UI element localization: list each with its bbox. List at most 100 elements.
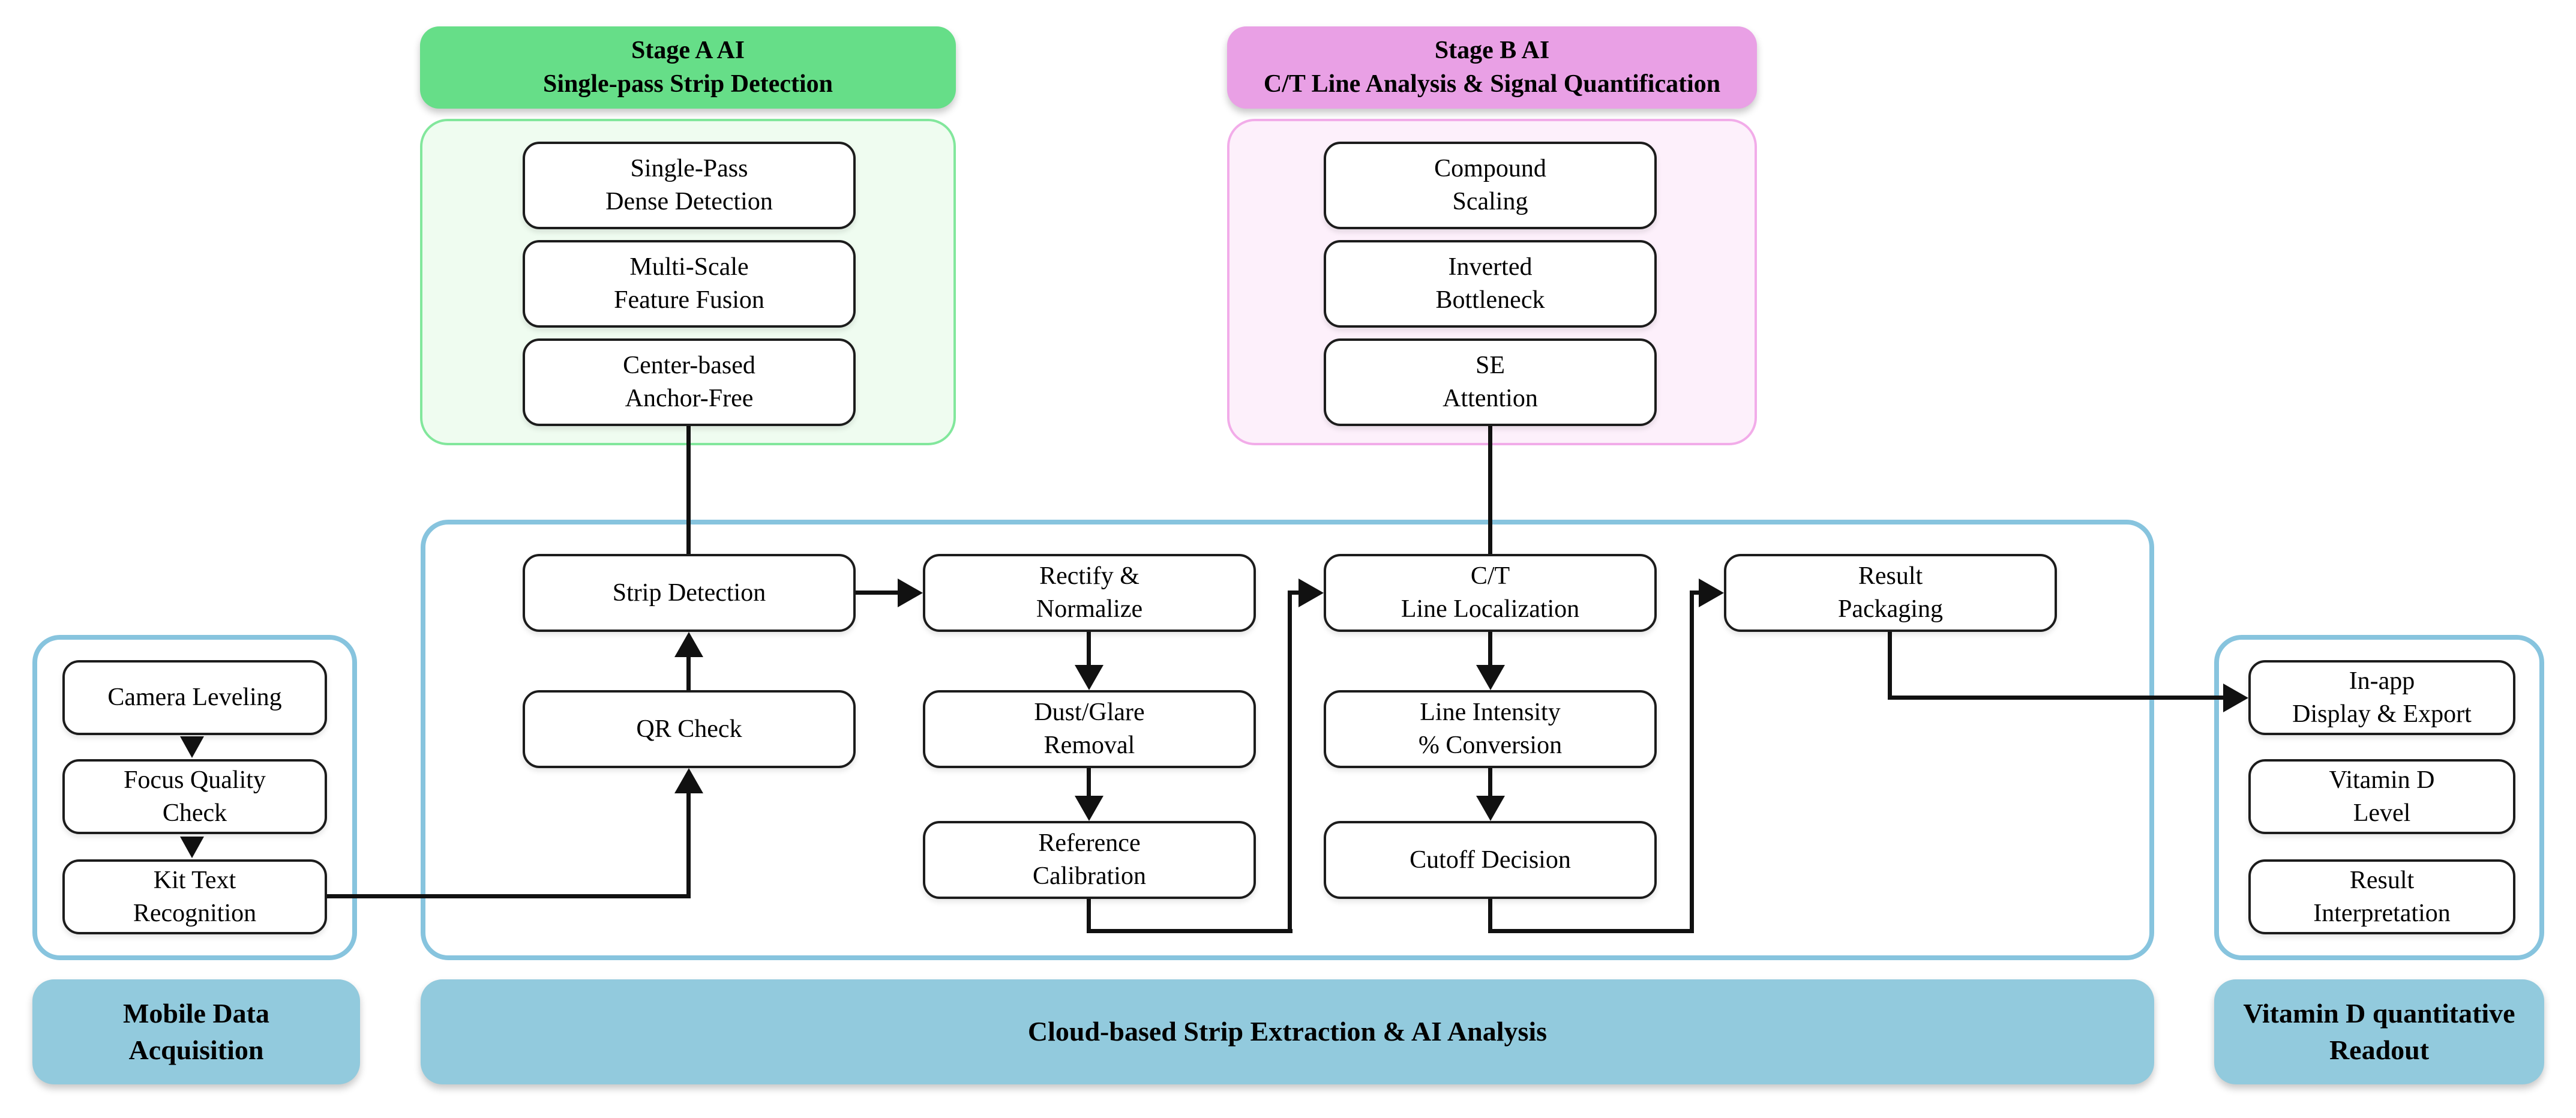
node-label-line: Anchor-Free <box>625 385 754 412</box>
arrowhead-reference-to-ct <box>1299 579 1324 607</box>
connector-kittext-vertical <box>686 791 691 898</box>
node-label-line: Recognition <box>133 899 257 927</box>
arrowhead-kittext-to-qr <box>674 768 703 793</box>
node-focus-quality-check: Focus Quality Check <box>62 759 327 834</box>
node-label-line: Scaling <box>1452 188 1528 215</box>
node-label-line: Check <box>162 799 227 827</box>
node-dust-glare-removal: Dust/Glare Removal <box>923 690 1256 768</box>
node-label-line: Focus Quality <box>124 766 266 794</box>
connector-dust-to-reference <box>1087 768 1091 797</box>
node-label-line: Level <box>2353 799 2411 827</box>
connector-cutoff-elbow-into <box>1690 591 1703 595</box>
node-ct-line-localization: C/T Line Localization <box>1324 554 1657 632</box>
node-kit-text-recognition: Kit Text Recognition <box>62 859 327 934</box>
connector-stagea-strip <box>686 425 691 555</box>
banner-cloud-analysis: Cloud-based Strip Extraction & AI Analys… <box>421 979 2154 1084</box>
stage-b-header: Stage B AI C/T Line Analysis & Signal Qu… <box>1227 26 1757 109</box>
connector-strip-to-rectify <box>856 591 900 595</box>
node-label-line: Kit Text <box>153 866 236 894</box>
node-rectify-normalize: Rectify & Normalize <box>923 554 1256 632</box>
node-reference-calibration: Reference Calibration <box>923 821 1256 899</box>
node-strip-detection: Strip Detection <box>523 554 856 632</box>
node-camera-leveling: Camera Leveling <box>62 660 327 735</box>
node-single-pass-dense-detection: Single-Pass Dense Detection <box>523 142 856 229</box>
node-label-line: In-app <box>2349 667 2415 695</box>
node-label-line: Calibration <box>1033 862 1146 890</box>
arrowhead-cutoff-to-packaging <box>1699 579 1724 607</box>
node-label-line: Removal <box>1043 732 1135 759</box>
node-label-line: Camera Leveling <box>107 684 282 712</box>
connector-packaging-down <box>1888 632 1892 700</box>
banner-line: Vitamin D quantitative <box>2243 997 2515 1029</box>
arrowhead-packaging-to-inapp <box>2223 684 2248 712</box>
node-label-line: Interpretation <box>2313 899 2451 927</box>
connector-reference-elbow-into <box>1288 591 1301 595</box>
arrowhead-focus-to-kittext <box>180 837 204 858</box>
node-label-line: Result <box>2349 866 2415 894</box>
node-result-interpretation: Result Interpretation <box>2248 859 2515 934</box>
banner-line: Mobile Data <box>122 997 269 1029</box>
node-center-based-anchor-free: Center-based Anchor-Free <box>523 338 856 426</box>
arrowhead-camera-to-focus <box>180 736 204 758</box>
connector-ct-to-intensity <box>1488 632 1492 666</box>
node-label-line: QR Check <box>636 715 742 743</box>
connector-intensity-to-cutoff <box>1488 768 1492 797</box>
node-label-line: Inverted <box>1448 253 1533 281</box>
node-inverted-bottleneck: Inverted Bottleneck <box>1324 240 1657 328</box>
node-label-line: C/T <box>1470 562 1510 591</box>
node-label-line: Feature Fusion <box>614 286 764 314</box>
node-se-attention: SE Attention <box>1324 338 1657 426</box>
node-inapp-display-export: In-app Display & Export <box>2248 660 2515 735</box>
connector-stageb-ct <box>1488 425 1492 555</box>
node-label-line: Strip Detection <box>612 579 766 607</box>
node-label-line: Packaging <box>1838 595 1943 623</box>
banner-vitamin-d-readout: Vitamin D quantitative Readout <box>2214 979 2544 1084</box>
arrowhead-rectify-to-dust <box>1075 665 1103 690</box>
banner-line: Acquisition <box>128 1034 264 1065</box>
stage-b-header-line1: Stage B AI <box>1434 37 1550 65</box>
node-result-packaging: Result Packaging <box>1724 554 2057 632</box>
node-label-line: Multi-Scale <box>629 253 749 281</box>
stage-a-header: Stage A AI Single-pass Strip Detection <box>420 26 956 109</box>
node-label-line: Display & Export <box>2292 700 2472 728</box>
banner-line: Readout <box>2329 1034 2430 1065</box>
node-line-intensity-conversion: Line Intensity % Conversion <box>1324 690 1657 768</box>
connector-packaging-across <box>1888 696 2226 700</box>
node-label-line: SE <box>1475 352 1505 380</box>
connector-rectify-to-dust <box>1087 632 1091 666</box>
node-label-line: Center-based <box>623 352 755 380</box>
node-label-line: Line Localization <box>1401 595 1580 623</box>
connector-qr-to-strip <box>686 655 691 691</box>
node-label-line: Line Intensity <box>1420 699 1561 727</box>
node-label-line: Rectify & <box>1039 562 1139 591</box>
banner-mobile-data-acquisition: Mobile Data Acquisition <box>32 979 360 1084</box>
banner-line: Cloud-based Strip Extraction & AI Analys… <box>1027 1016 1548 1047</box>
arrowhead-qr-to-strip <box>674 632 703 657</box>
arrowhead-intensity-to-cutoff <box>1476 796 1505 821</box>
node-label-line: Bottleneck <box>1435 286 1545 314</box>
node-vitamin-d-level: Vitamin D Level <box>2248 759 2515 834</box>
node-label-line: Attention <box>1443 385 1538 412</box>
stage-a-header-line2: Single-pass Strip Detection <box>543 70 833 98</box>
node-label-line: Reference <box>1038 829 1141 858</box>
node-label-line: Single-Pass <box>630 155 748 183</box>
node-qr-check: QR Check <box>523 690 856 768</box>
node-multi-scale-feature-fusion: Multi-Scale Feature Fusion <box>523 240 856 328</box>
arrowhead-ct-to-intensity <box>1476 665 1505 690</box>
node-label-line: Normalize <box>1036 595 1143 623</box>
connector-cutoff-elbow-down <box>1488 899 1492 933</box>
node-compound-scaling: Compound Scaling <box>1324 142 1657 229</box>
connector-reference-elbow-up <box>1288 591 1292 933</box>
node-cutoff-decision: Cutoff Decision <box>1324 821 1657 899</box>
node-label-line: Compound <box>1434 155 1546 183</box>
connector-reference-elbow-across <box>1087 929 1293 933</box>
node-label-line: Dust/Glare <box>1034 699 1145 727</box>
stage-a-header-line1: Stage A AI <box>631 37 745 65</box>
node-label-line: Dense Detection <box>605 188 773 215</box>
arrowhead-strip-to-rectify <box>898 579 923 607</box>
connector-cutoff-elbow-across <box>1488 929 1694 933</box>
connector-cutoff-elbow-up <box>1690 591 1694 933</box>
node-label-line: Vitamin D <box>2329 766 2435 794</box>
node-label-line: Result <box>1858 562 1923 591</box>
